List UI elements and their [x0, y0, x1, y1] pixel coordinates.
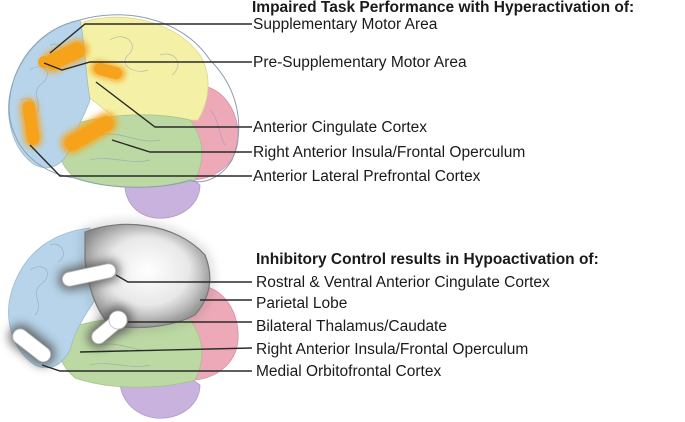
label-pre-supplementary-motor-area: Pre-Supplementary Motor Area [253, 54, 467, 71]
label-right-anterior-insula-top: Right Anterior Insula/Frontal Operculum [253, 144, 525, 161]
label-medial-orbitofrontal-cortex: Medial Orbitofrontal Cortex [256, 363, 441, 380]
alpfc-blob [22, 101, 40, 145]
rostral-acc-blob [62, 263, 116, 287]
mofc-blob [12, 328, 52, 363]
bottom-panel-title: Inhibitory Control results in Hypoactiva… [256, 251, 599, 268]
presma-dot [38, 56, 50, 68]
label-anterior-lateral-prefrontal-cortex: Anterior Lateral Prefrontal Cortex [253, 168, 481, 185]
thalamus-blob [108, 310, 128, 330]
bottom-brain: Inhibitory Control results in Hypoactiva… [8, 221, 599, 419]
top-panel-title: Impaired Task Performance with Hyperacti… [252, 0, 634, 16]
brain-outline [8, 14, 240, 188]
label-right-anterior-insula-bottom: Right Anterior Insula/Frontal Operculum [256, 341, 528, 358]
label-parietal-lobe: Parietal Lobe [256, 295, 347, 312]
insula-blob [64, 116, 114, 151]
parietal-region [74, 16, 209, 123]
top-brain: Impaired Task Performance with Hyperacti… [8, 0, 634, 219]
hypoactivation-highlights [8, 259, 132, 366]
presma-blob [94, 62, 122, 80]
hyperactivation-highlights [19, 39, 126, 154]
sma-blob [45, 42, 85, 70]
label-rostral-ventral-acc: Rostral & Ventral Anterior Cingulate Cor… [256, 274, 550, 291]
bottom-leader-lines [41, 274, 253, 372]
top-leader-lines [29, 23, 252, 177]
label-supplementary-motor-area: Supplementary Motor Area [253, 16, 438, 33]
label-anterior-cingulate-cortex: Anterior Cingulate Cortex [253, 119, 427, 136]
label-bilateral-thalamus-caudate: Bilateral Thalamus/Caudate [256, 318, 447, 335]
